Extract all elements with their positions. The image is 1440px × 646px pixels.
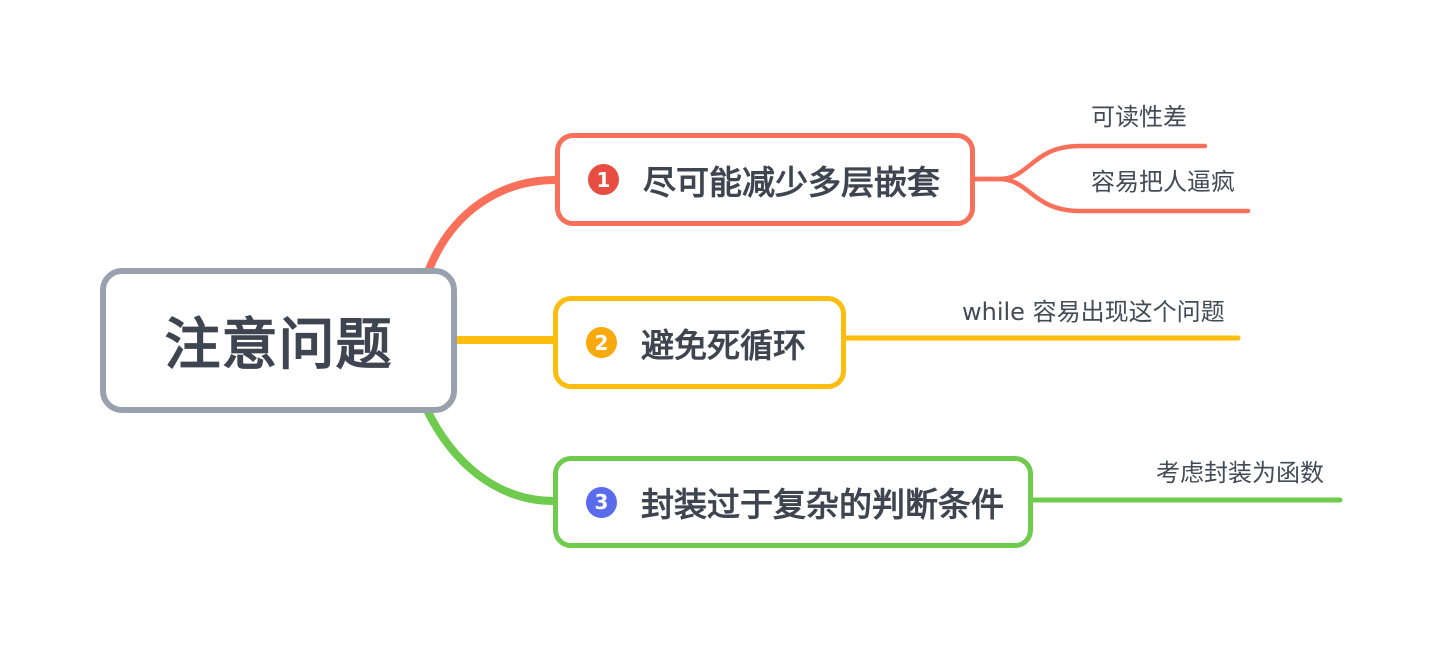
subtopic-while-problem[interactable]: while 容易出现这个问题 bbox=[962, 298, 1225, 326]
branch-1-number-badge: 1 bbox=[588, 164, 619, 195]
branch-2-label: 避免死循环 bbox=[641, 325, 806, 365]
branch-3-label: 封装过于复杂的判断条件 bbox=[641, 485, 1004, 524]
branch-topic-3[interactable]: 3 封装过于复杂的判断条件 bbox=[553, 456, 1033, 548]
branch-topic-2[interactable]: 2 避免死循环 bbox=[553, 296, 846, 389]
subtopic-drive-crazy[interactable]: 容易把人逼疯 bbox=[1091, 168, 1235, 196]
central-topic-label: 注意问题 bbox=[164, 313, 393, 378]
branch-1-label: 尽可能减少多层嵌套 bbox=[643, 162, 940, 202]
branch-topic-1[interactable]: 1 尽可能减少多层嵌套 bbox=[555, 133, 975, 226]
subtopic-readability[interactable]: 可读性差 bbox=[1091, 103, 1187, 131]
connector-central-to-branch1 bbox=[424, 176, 560, 276]
central-topic[interactable]: 注意问题 bbox=[100, 268, 457, 413]
connector-central-to-branch3 bbox=[422, 404, 558, 505]
subtopic-wrap-function[interactable]: 考虑封装为函数 bbox=[1156, 459, 1324, 487]
branch-3-number-badge: 3 bbox=[586, 486, 617, 518]
branch-2-number-badge: 2 bbox=[586, 327, 617, 358]
